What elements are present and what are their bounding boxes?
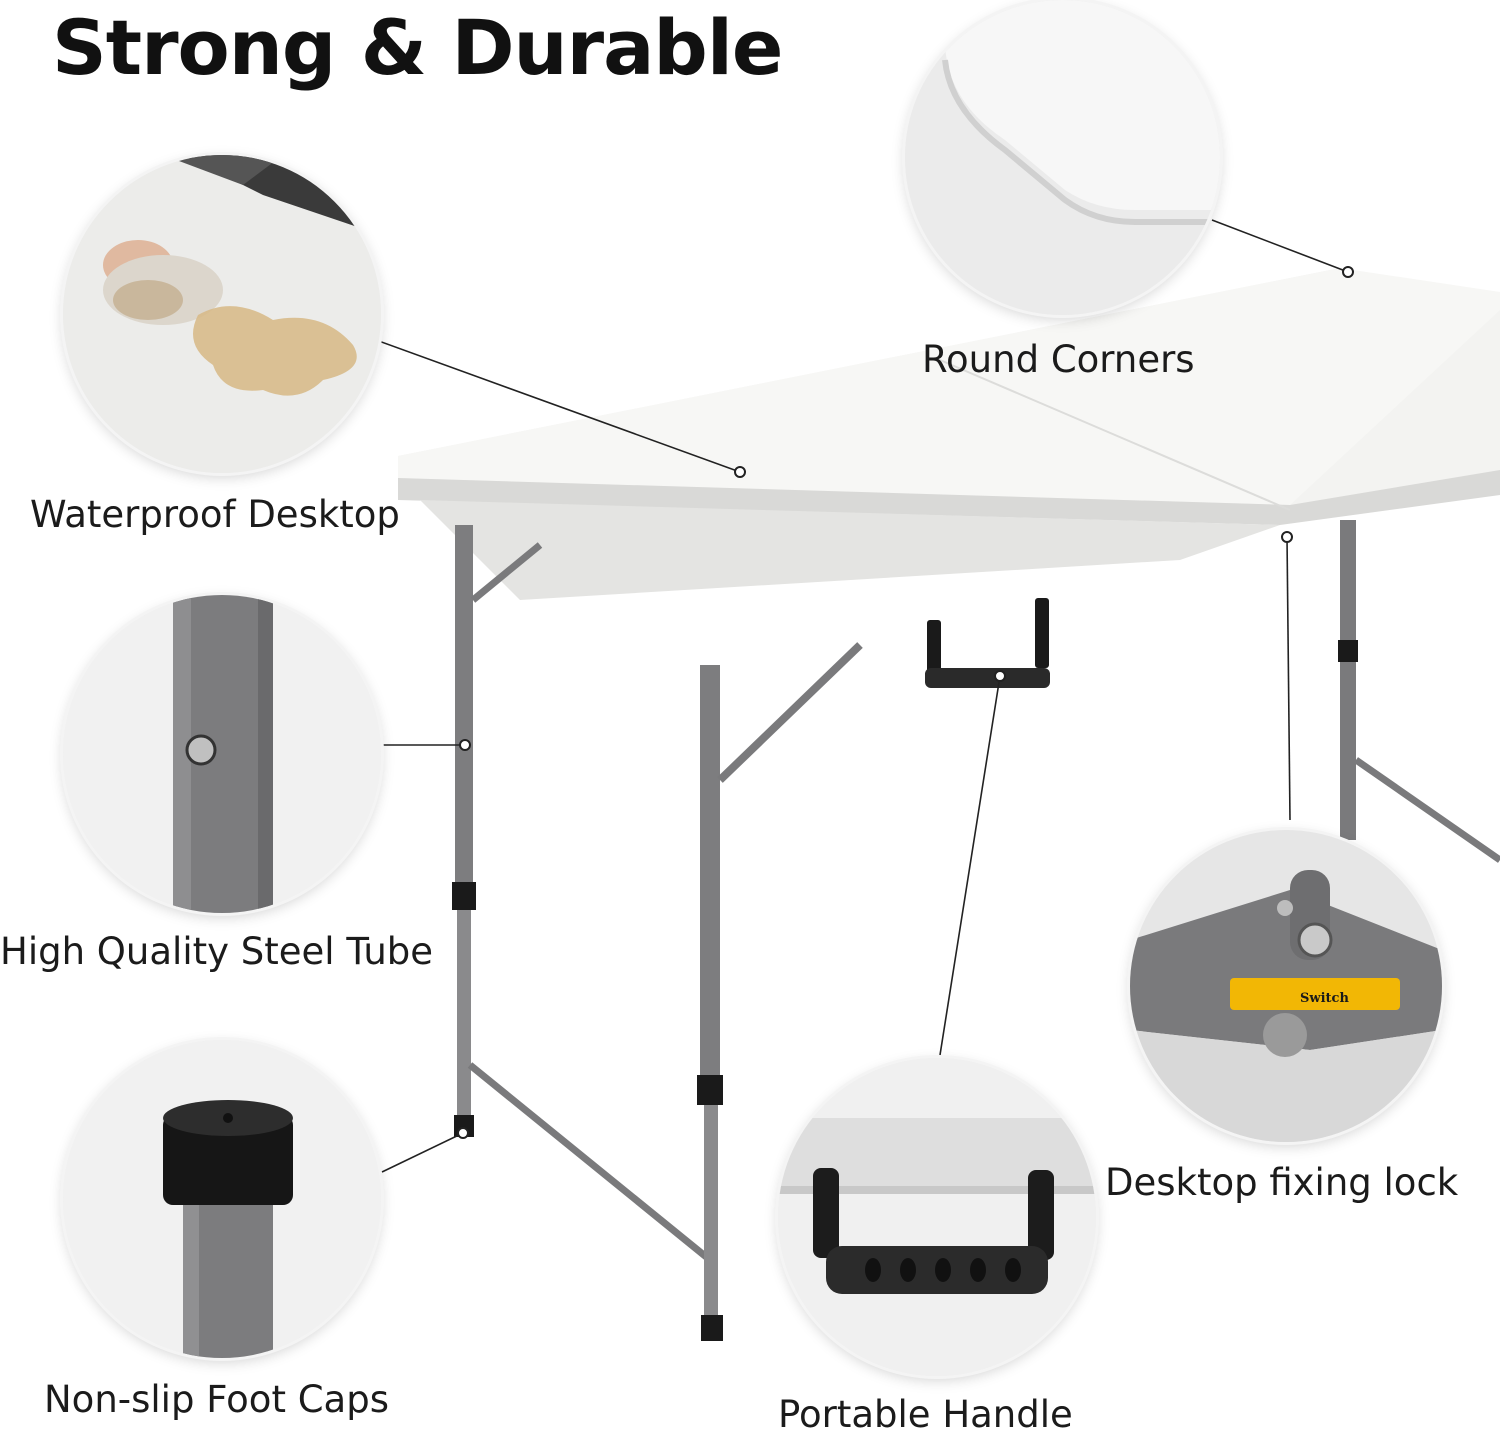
left-leg xyxy=(452,525,713,1263)
round-corners-detail-circle xyxy=(905,0,1220,315)
foot-caps-detail-circle xyxy=(63,1040,381,1358)
round-corners-label: Round Corners xyxy=(922,338,1195,381)
far-leg-right xyxy=(1338,520,1500,863)
handle-detail-circle xyxy=(778,1058,1096,1376)
waterproof-detail-circle xyxy=(63,155,381,473)
waterproof-label: Waterproof Desktop xyxy=(30,493,400,536)
foot-caps-label: Non-slip Foot Caps xyxy=(44,1378,389,1421)
front-leg xyxy=(697,642,863,1341)
steel-tube-detail-circle xyxy=(63,595,381,913)
handle-label: Portable Handle xyxy=(778,1393,1073,1436)
fixing-lock-detail-circle: Switch xyxy=(1130,830,1442,1142)
tabletop xyxy=(398,268,1500,600)
steel-tube-label: High Quality Steel Tube xyxy=(0,930,434,973)
page-title: Strong & Durable xyxy=(52,3,783,92)
fixing-lock-label: Desktop fixing lock xyxy=(1105,1161,1459,1204)
lock-tag-text: Switch xyxy=(1300,991,1349,1006)
table-handle xyxy=(925,598,1050,688)
